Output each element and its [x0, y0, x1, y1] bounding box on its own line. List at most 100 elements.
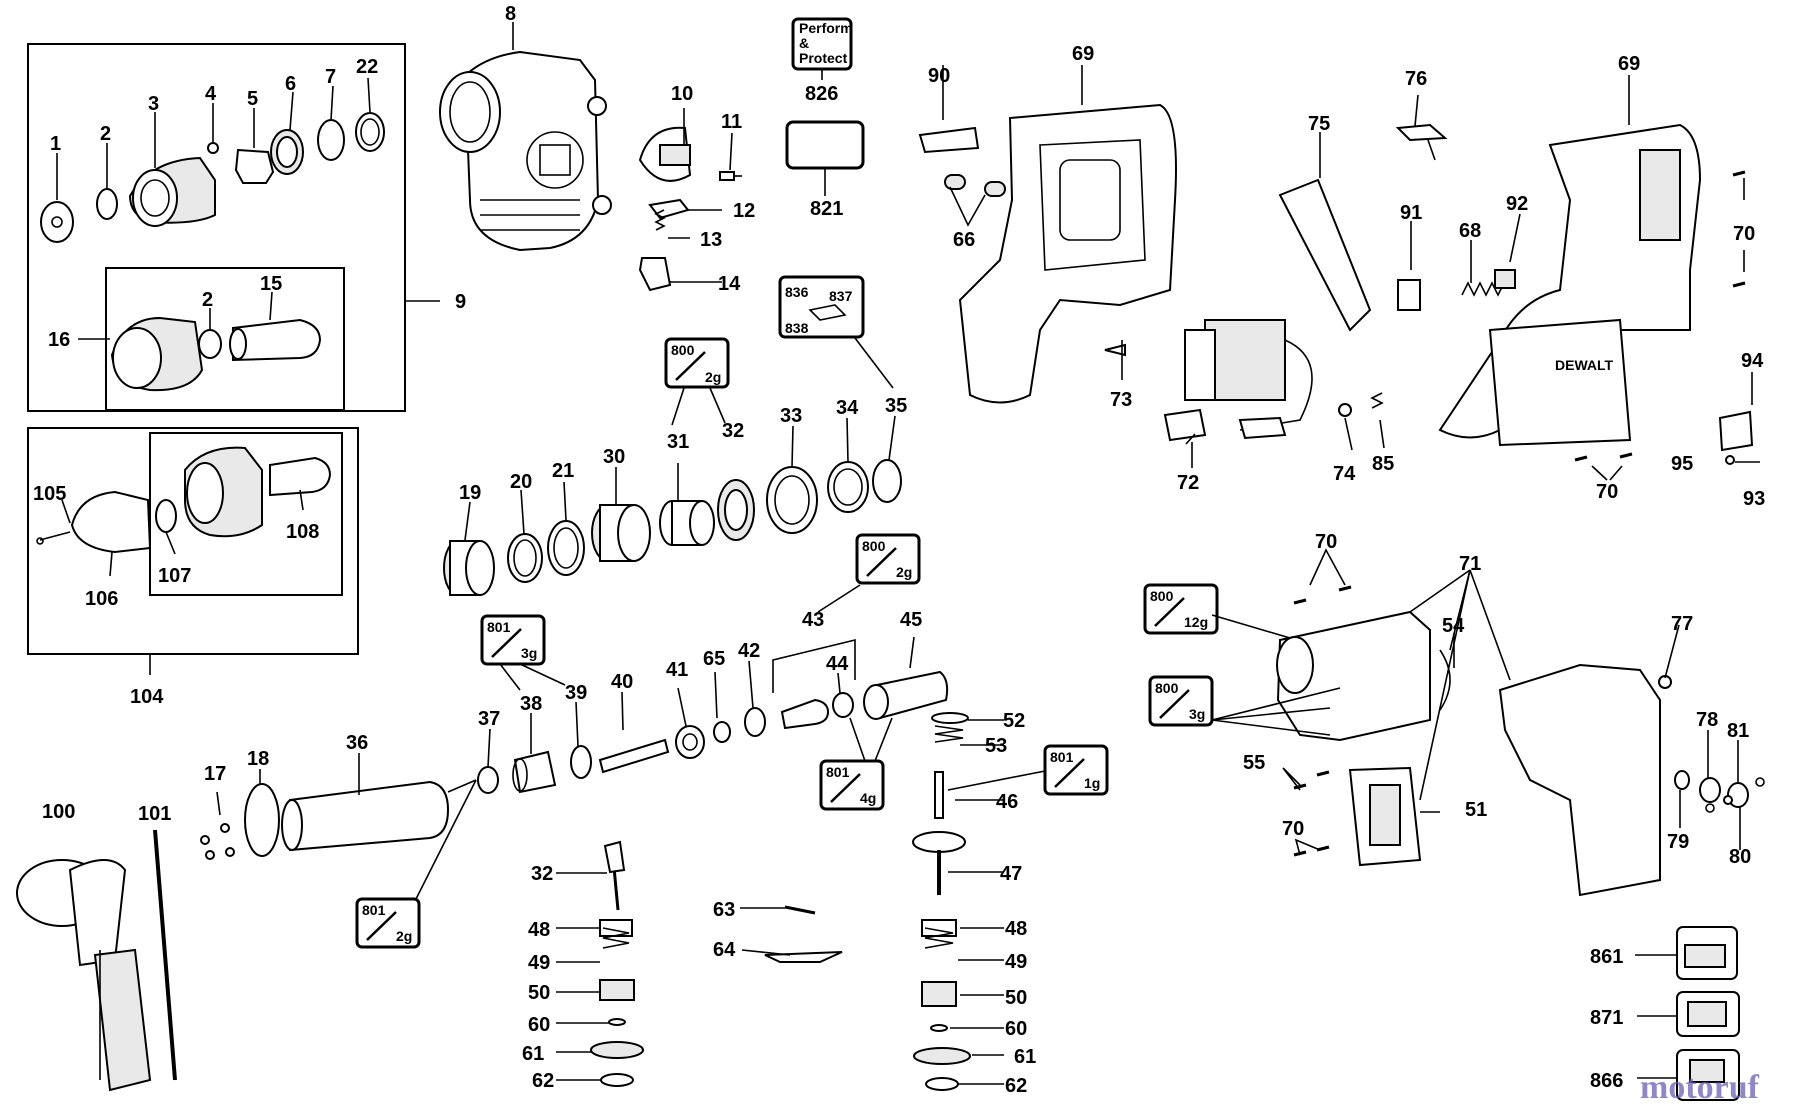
gear-tube-parts	[443, 459, 902, 596]
side-handle-100	[16, 829, 177, 1092]
label-60: 60	[528, 1014, 550, 1036]
label-45: 45	[900, 609, 922, 631]
case-861	[1676, 926, 1738, 980]
label-15: 15	[260, 273, 282, 295]
grease-box-7: 800 12g	[1143, 583, 1219, 635]
label-93: 93	[1743, 488, 1765, 510]
label-68: 68	[1459, 220, 1481, 242]
label-826: 826	[805, 83, 838, 105]
grease-qty: 12g	[1184, 614, 1208, 630]
gear-housing-71	[1498, 663, 1765, 897]
label-62b: 62	[1005, 1075, 1027, 1097]
label-19: 19	[459, 482, 481, 504]
label-62: 62	[532, 1070, 554, 1092]
pp-line-2: &	[799, 35, 809, 51]
label-32: 32	[722, 420, 744, 442]
crank-shaft-left	[590, 840, 644, 1087]
label-81: 81	[1727, 720, 1749, 742]
label-53: 53	[985, 735, 1007, 757]
label-69: 69	[1072, 43, 1094, 65]
label-22: 22	[356, 56, 378, 78]
label-105: 105	[33, 483, 66, 505]
label-50b: 50	[1005, 987, 1027, 1009]
grease-qty: 3g	[1189, 706, 1205, 722]
label-1: 1	[50, 133, 61, 155]
grease-qty: 1g	[1084, 775, 1100, 791]
part-labels: 1 2 3 4 5 6 7 22 8 9 10 11 12 13 14 15 1…	[33, 3, 1765, 1097]
grease-qty: 3g	[521, 645, 537, 661]
label-55: 55	[1243, 752, 1265, 774]
label-64: 64	[713, 939, 736, 961]
label-65: 65	[703, 648, 725, 670]
label-838: 838	[785, 320, 809, 336]
gear-housing-54	[1276, 610, 1451, 742]
label-54: 54	[1442, 615, 1465, 637]
label-30: 30	[603, 446, 625, 468]
label-4: 4	[205, 83, 217, 105]
label-48: 48	[528, 919, 550, 941]
label-91: 91	[1400, 202, 1422, 224]
label-38: 38	[520, 693, 542, 715]
label-20: 20	[510, 471, 532, 493]
label-75: 75	[1308, 113, 1330, 135]
label-48b: 48	[1005, 918, 1027, 940]
label-16: 16	[48, 329, 70, 351]
front-housing-8	[439, 22, 612, 252]
misc-right-parts	[918, 123, 1754, 465]
label-14: 14	[718, 273, 741, 295]
label-821: 821	[810, 198, 843, 220]
label-17: 17	[204, 763, 226, 785]
label-71: 71	[1459, 553, 1481, 575]
label-70c: 70	[1315, 531, 1337, 553]
assembly-box-104	[27, 427, 359, 655]
label-60b: 60	[1005, 1018, 1027, 1040]
label-2: 2	[100, 123, 111, 145]
grease-box-5: 801 1g	[1043, 744, 1109, 796]
label-72: 72	[1177, 472, 1199, 494]
label-92: 92	[1506, 193, 1528, 215]
label-76: 76	[1405, 68, 1427, 90]
label-5: 5	[247, 88, 258, 110]
grease-box-3: 801 3g	[480, 614, 546, 666]
label-63: 63	[713, 899, 735, 921]
grease-box-6: 801 2g	[355, 897, 421, 949]
label-70b: 70	[1596, 481, 1618, 503]
crank-shaft-right	[912, 712, 971, 1091]
label-101: 101	[138, 803, 171, 825]
grease-code: 800	[671, 342, 695, 358]
label-36: 36	[346, 732, 368, 754]
label-77: 77	[1671, 613, 1693, 635]
label-95: 95	[1671, 453, 1693, 475]
label-49: 49	[528, 952, 550, 974]
label-32b: 32	[531, 863, 553, 885]
grease-box-1: 800 2g	[664, 337, 730, 389]
label-61: 61	[522, 1043, 544, 1065]
label-13: 13	[700, 229, 722, 251]
grease-qty: 2g	[705, 369, 721, 385]
label-51: 51	[1465, 799, 1487, 821]
piston-parts	[200, 670, 949, 860]
mode-selector-group	[638, 108, 742, 292]
battery-871	[1676, 991, 1740, 1037]
label-44: 44	[826, 653, 849, 675]
label-836: 836	[785, 284, 809, 300]
charger-866	[1676, 1049, 1740, 1101]
label-37: 37	[478, 708, 500, 730]
label-90: 90	[928, 65, 950, 87]
label-6: 6	[285, 73, 296, 95]
motor-field-75	[1163, 178, 1372, 442]
label-9: 9	[455, 291, 466, 313]
grease-box-2: 800 2g	[855, 533, 921, 585]
leader-lines	[56, 65, 1760, 1085]
label-108: 108	[286, 521, 319, 543]
label-10: 10	[671, 83, 693, 105]
label-3: 3	[148, 93, 159, 115]
label-100: 100	[42, 801, 75, 823]
label-plate-821	[785, 120, 865, 170]
label-33: 33	[780, 405, 802, 427]
grease-qty: 2g	[896, 564, 912, 580]
label-50: 50	[528, 982, 550, 1004]
pp-line-1: Perform	[799, 20, 853, 36]
grease-code: 800	[1150, 588, 1174, 604]
grease-code: 801	[826, 764, 850, 780]
